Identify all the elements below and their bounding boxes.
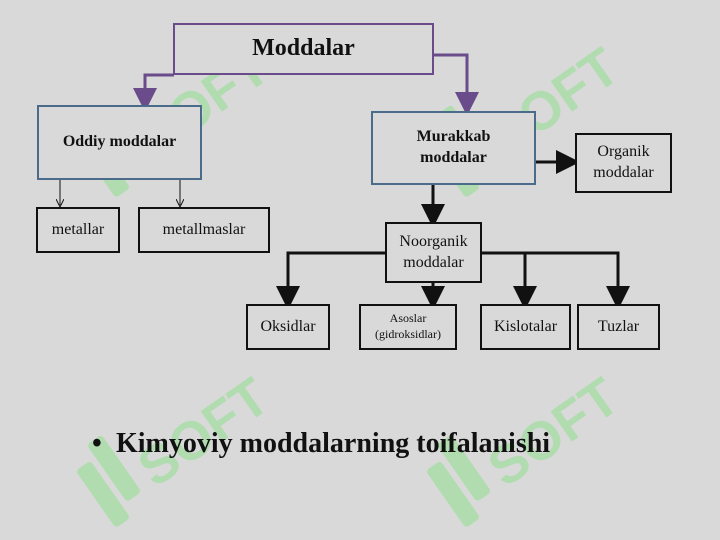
salts-label: Tuzlar [597, 317, 640, 335]
root-box: Moddalar [173, 23, 434, 75]
bases-label-1: Asoslar [389, 311, 427, 326]
simple-substances-label: Oddiy moddalar [62, 133, 177, 151]
arrow-inorganic-to-oxides [276, 251, 385, 310]
nonmetals-label: metallmaslar [162, 220, 246, 238]
bullet-dot: • [92, 428, 102, 459]
inorganic-label-2: moddalar [403, 253, 464, 271]
complex-substances-label-2: moddalar [420, 149, 487, 166]
organic-label-1: Organik [597, 143, 650, 161]
metals-label: metallar [51, 220, 105, 238]
organic-box: Organik moddalar [575, 133, 672, 193]
oxides-label: Oksidlar [260, 317, 316, 335]
metals-box: metallar [36, 207, 120, 253]
arrow-inorganic-to-salts [525, 251, 630, 310]
bases-label-2: (gidroksidlar) [375, 327, 441, 341]
acids-label: Kislotalar [493, 317, 558, 335]
arrow-inorganic-to-acids [482, 251, 537, 310]
bullet-item: • Kimyoviy moddalarning toifalanishi [92, 428, 550, 460]
inorganic-label-1: Noorganik [399, 232, 468, 250]
arrow-root-to-complex [433, 53, 479, 116]
root-label: Moddalar [252, 35, 355, 62]
nonmetals-box: metallmaslar [138, 207, 270, 253]
salts-box: Tuzlar [577, 304, 660, 350]
acids-box: Kislotalar [480, 304, 571, 350]
bases-box: Asoslar (gidroksidlar) [359, 304, 457, 350]
complex-substances-box: Murakkab moddalar [371, 111, 536, 185]
simple-substances-box: Oddiy moddalar [37, 105, 202, 180]
oxides-box: Oksidlar [246, 304, 330, 350]
inorganic-box: Noorganik moddalar [385, 222, 482, 283]
bullet-text: Kimyoviy moddalarning toifalanishi [116, 428, 551, 459]
organic-label-2: moddalar [593, 164, 654, 181]
arrow-root-to-simple [133, 73, 174, 112]
complex-substances-label-1: Murakkab [416, 128, 491, 146]
